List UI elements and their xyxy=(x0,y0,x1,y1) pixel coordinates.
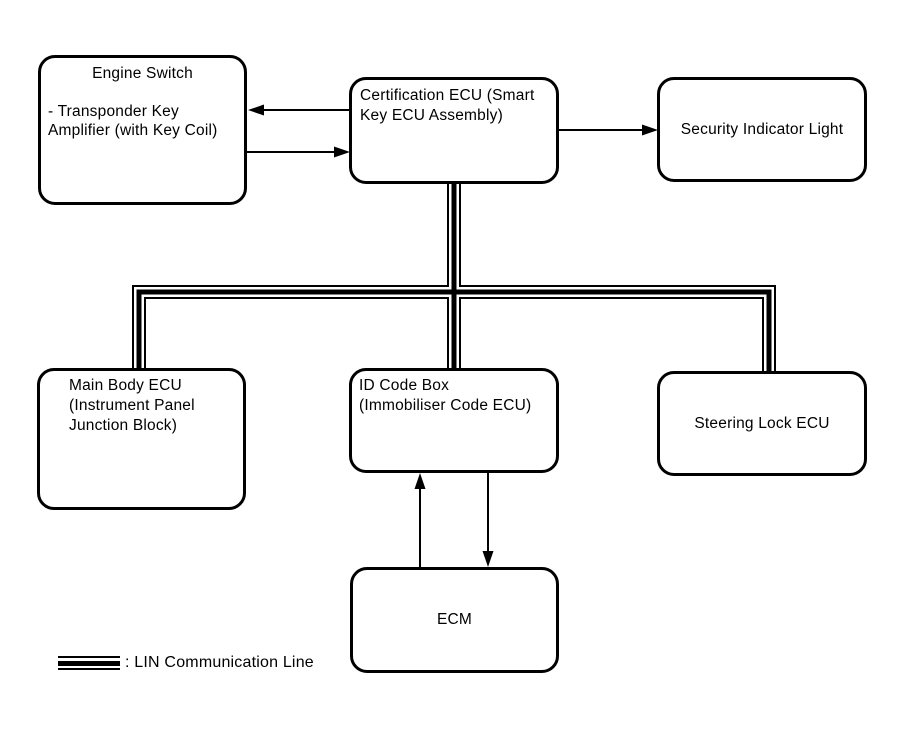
arrow-ecm-to-idcode xyxy=(414,473,426,567)
legend-label: : LIN Communication Line xyxy=(125,654,314,671)
node-security-indicator-light: Security Indicator Light xyxy=(657,77,867,182)
arrow-cert-to-engine xyxy=(248,104,350,116)
node-engine-switch: Engine Switch - Transponder Key Amplifie… xyxy=(38,55,247,205)
node-certification-ecu: Certification ECU (Smart Key ECU Assembl… xyxy=(349,77,559,184)
node-steering-lock-ecu: Steering Lock ECU xyxy=(657,371,867,476)
lin-line-icon xyxy=(58,656,120,670)
node-ecm: ECM xyxy=(350,567,559,673)
arrowhead-up-icon xyxy=(414,473,426,489)
node-label: ECM xyxy=(436,611,473,628)
node-main-body-ecu: Main Body ECU (Instrument Panel Junction… xyxy=(37,368,246,510)
arrow-cert-to-security xyxy=(559,124,658,136)
arrowhead-down-icon xyxy=(482,551,494,567)
node-label: Steering Lock ECU xyxy=(694,414,830,432)
legend: : LIN Communication Line xyxy=(58,654,314,672)
engine-switch-detail: - Transponder Key Amplifier (with Key Co… xyxy=(48,103,218,139)
lin-network xyxy=(132,181,776,375)
node-id-code-box: ID Code Box (Immobiliser Code ECU) xyxy=(349,368,559,473)
arrow-engine-to-cert xyxy=(247,146,350,158)
arrowhead-right-icon xyxy=(642,124,658,136)
arrowhead-right-icon xyxy=(334,146,350,158)
lin-line-icon-core xyxy=(58,660,120,666)
arrowhead-left-icon xyxy=(248,104,264,116)
arrow-idcode-to-ecm xyxy=(482,473,494,567)
node-label: Security Indicator Light xyxy=(680,120,844,138)
engine-switch-title: Engine Switch xyxy=(92,65,193,82)
